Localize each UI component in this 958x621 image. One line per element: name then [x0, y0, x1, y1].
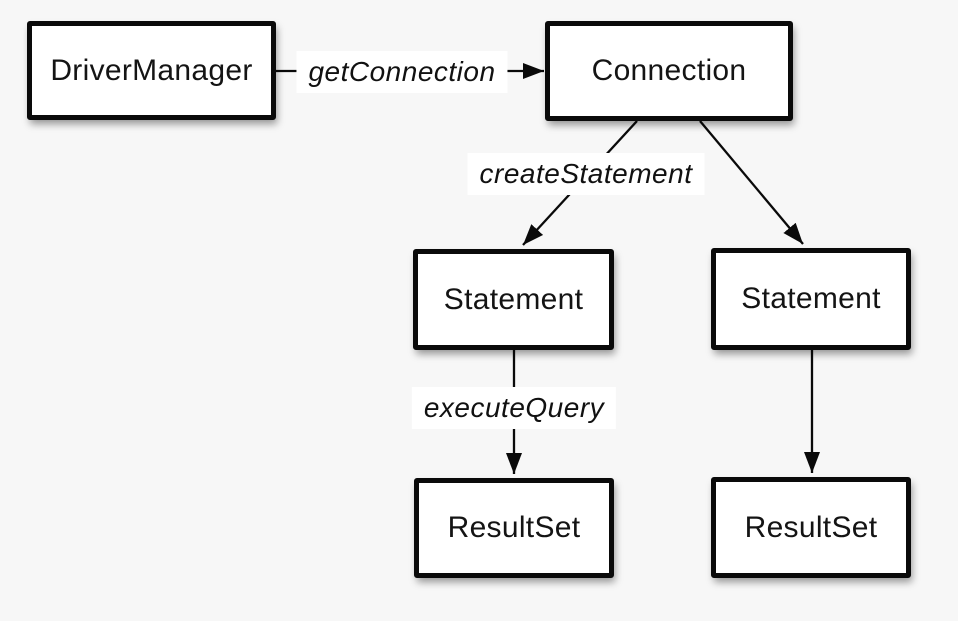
node-statement-left: Statement	[413, 249, 614, 350]
node-statement-left-label: Statement	[443, 282, 584, 316]
node-connection-label: Connection	[591, 54, 747, 87]
node-resultset-left-label: ResultSet	[447, 511, 581, 544]
node-resultset-right: ResultSet	[711, 477, 911, 578]
node-resultset-left: ResultSet	[414, 478, 614, 578]
node-drivermanager: DriverManager	[27, 21, 276, 120]
node-drivermanager-label: DriverManager	[50, 53, 253, 87]
edge-label-executequery: executeQuery	[411, 387, 617, 429]
node-connection: Connection	[545, 21, 793, 121]
edge-label-createstatement: createStatement	[467, 153, 705, 195]
node-resultset-right-label: ResultSet	[744, 510, 878, 544]
node-statement-right-label: Statement	[741, 282, 881, 315]
edge-label-getconnection: getConnection	[296, 51, 508, 93]
node-statement-right: Statement	[711, 248, 911, 350]
edge-connection-to-statement-right-arrow	[699, 120, 804, 245]
